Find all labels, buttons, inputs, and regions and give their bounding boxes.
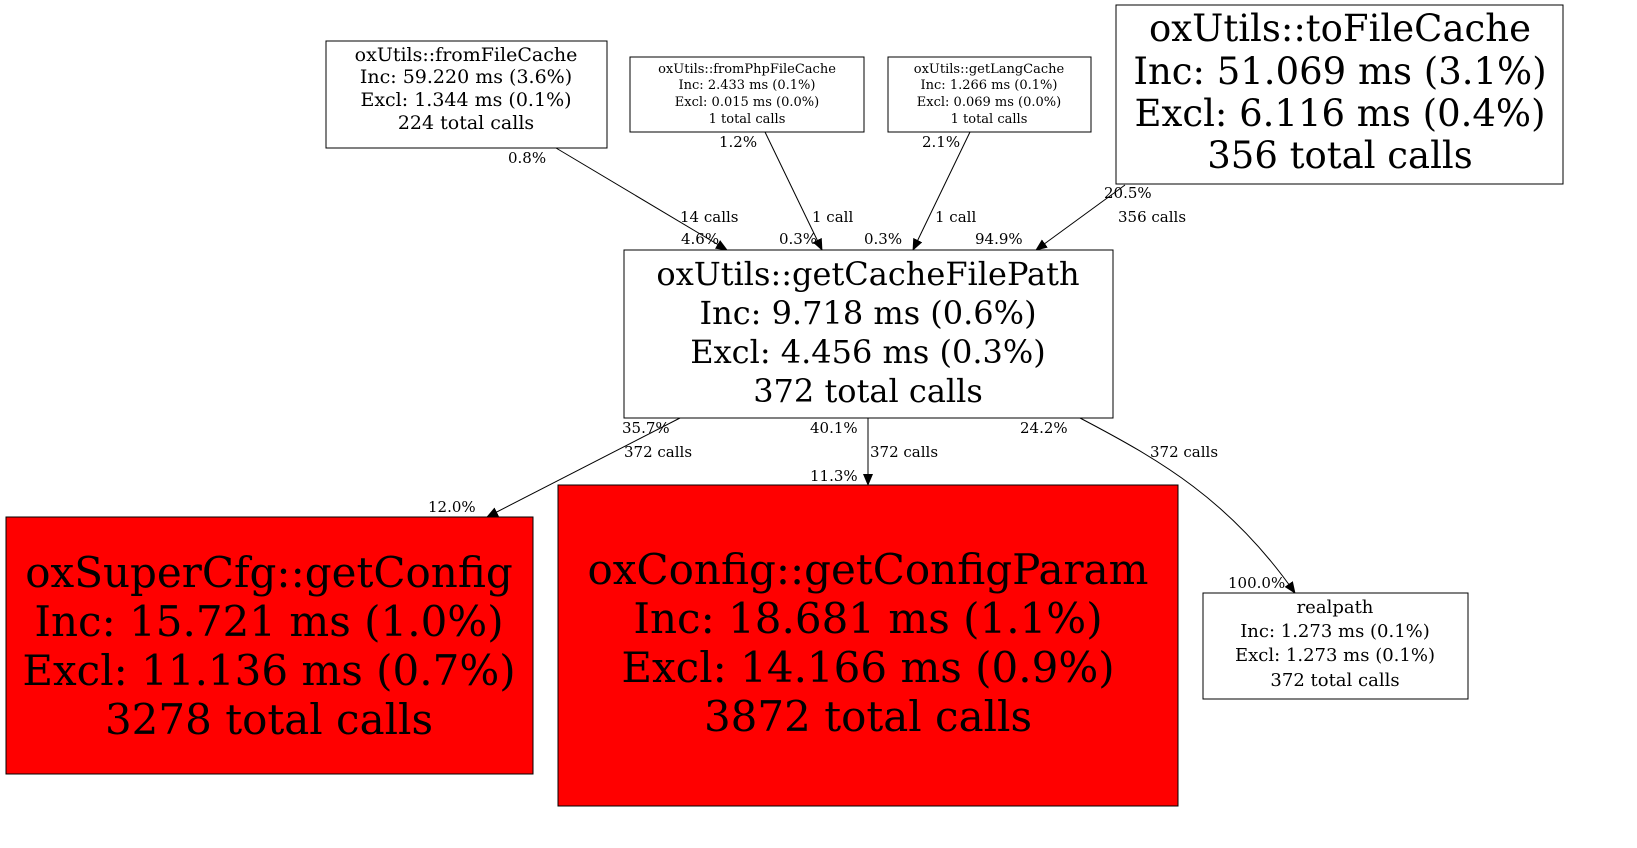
node-excl: Excl: 0.015 ms (0.0%) [675, 95, 819, 110]
edge-tail-label: 1.2% [719, 133, 757, 151]
node-name: oxUtils::fromPhpFileCache [658, 62, 836, 77]
edge-fromFileCache: 0.8% 14 calls 4.6% [508, 147, 739, 251]
edge-line [1035, 184, 1126, 251]
node-calls: 372 total calls [753, 372, 983, 410]
edge-line [486, 417, 681, 518]
node-excl: Excl: 14.166 ms (0.9%) [621, 643, 1114, 692]
edge-calls-label: 14 calls [680, 208, 739, 226]
edge-tail-label: 2.1% [922, 133, 960, 151]
node-name: realpath [1297, 597, 1374, 618]
node-inc: Inc: 18.681 ms (1.1%) [633, 594, 1102, 643]
node-inc: Inc: 59.220 ms (3.6%) [360, 66, 572, 88]
node-inc: Inc: 1.266 ms (0.1%) [921, 78, 1058, 93]
node-calls: 3872 total calls [704, 692, 1032, 741]
edge-line [764, 131, 823, 251]
edge-head-label: 100.0% [1228, 574, 1285, 592]
edge-head-label: 11.3% [810, 467, 858, 485]
node-name: oxUtils::fromFileCache [355, 44, 578, 66]
node-getCacheFilePath[interactable]: oxUtils::getCacheFilePath Inc: 9.718 ms … [623, 249, 1114, 419]
node-name: oxUtils::getLangCache [914, 62, 1065, 77]
node-name: oxSuperCfg::getConfig [25, 548, 512, 597]
edge-head-label: 94.9% [975, 230, 1023, 248]
node-excl: Excl: 4.456 ms (0.3%) [690, 333, 1046, 371]
node-fromPhpFileCache[interactable]: oxUtils::fromPhpFileCache Inc: 2.433 ms … [629, 56, 865, 133]
node-fromFileCache[interactable]: oxUtils::fromFileCache Inc: 59.220 ms (3… [325, 40, 608, 149]
edge-line [555, 147, 728, 251]
node-calls: 1 total calls [709, 112, 786, 127]
node-getConfigParam[interactable]: oxConfig::getConfigParam Inc: 18.681 ms … [557, 484, 1179, 807]
node-inc: Inc: 2.433 ms (0.1%) [679, 78, 816, 93]
node-calls: 3278 total calls [105, 695, 433, 744]
node-calls: 1 total calls [951, 112, 1028, 127]
edge-head-label: 12.0% [428, 498, 476, 516]
node-inc: Inc: 9.718 ms (0.6%) [699, 294, 1036, 332]
edge-line [1079, 417, 1296, 594]
node-excl: Excl: 6.116 ms (0.4%) [1134, 92, 1545, 135]
edge-tail-label: 20.5% [1104, 184, 1152, 202]
node-inc: Inc: 15.721 ms (1.0%) [34, 597, 503, 646]
node-excl: Excl: 11.136 ms (0.7%) [22, 646, 515, 695]
edge-realpath: 24.2% 372 calls 100.0% [1020, 417, 1296, 594]
node-calls: 372 total calls [1270, 670, 1399, 691]
node-excl: Excl: 0.069 ms (0.0%) [917, 95, 1061, 110]
edge-getLangCache: 2.1% 1 call 0.3% [864, 131, 976, 251]
edge-tail-label: 24.2% [1020, 419, 1068, 437]
edge-calls-label: 372 calls [624, 443, 692, 461]
node-calls: 224 total calls [398, 112, 534, 134]
node-getLangCache[interactable]: oxUtils::getLangCache Inc: 1.266 ms (0.1… [887, 56, 1092, 133]
edge-calls-label: 356 calls [1118, 208, 1186, 226]
edge-getConfig: 35.7% 372 calls 12.0% [428, 417, 692, 518]
edge-head-label: 0.3% [864, 230, 902, 248]
node-name: oxConfig::getConfigParam [588, 545, 1149, 594]
node-excl: Excl: 1.273 ms (0.1%) [1235, 645, 1435, 666]
edge-tail-label: 40.1% [810, 419, 858, 437]
node-excl: Excl: 1.344 ms (0.1%) [360, 89, 571, 111]
edge-fromPhpFileCache: 1.2% 1 call 0.3% [719, 131, 853, 251]
edge-toFileCache: 20.5% 356 calls 94.9% [975, 184, 1186, 251]
edge-getConfigParam: 40.1% 372 calls 11.3% [810, 418, 938, 486]
node-calls: 356 total calls [1207, 134, 1473, 177]
edge-calls-label: 1 call [812, 208, 853, 226]
edge-head-label: 0.3% [779, 230, 817, 248]
node-toFileCache[interactable]: oxUtils::toFileCache Inc: 51.069 ms (3.1… [1115, 4, 1564, 185]
node-name: oxUtils::toFileCache [1149, 7, 1531, 50]
edge-calls-label: 372 calls [870, 443, 938, 461]
node-inc: Inc: 1.273 ms (0.1%) [1240, 621, 1430, 642]
node-inc: Inc: 51.069 ms (3.1%) [1133, 50, 1546, 93]
edge-line [912, 131, 971, 251]
edge-tail-label: 0.8% [508, 149, 546, 167]
edge-calls-label: 1 call [935, 208, 976, 226]
node-name: oxUtils::getCacheFilePath [656, 255, 1079, 293]
node-realpath[interactable]: realpath Inc: 1.273 ms (0.1%) Excl: 1.27… [1202, 592, 1469, 700]
edge-calls-label: 372 calls [1150, 443, 1218, 461]
node-getConfig[interactable]: oxSuperCfg::getConfig Inc: 15.721 ms (1.… [5, 516, 534, 775]
edge-tail-label: 35.7% [622, 419, 670, 437]
edge-head-label: 4.6% [681, 230, 719, 248]
